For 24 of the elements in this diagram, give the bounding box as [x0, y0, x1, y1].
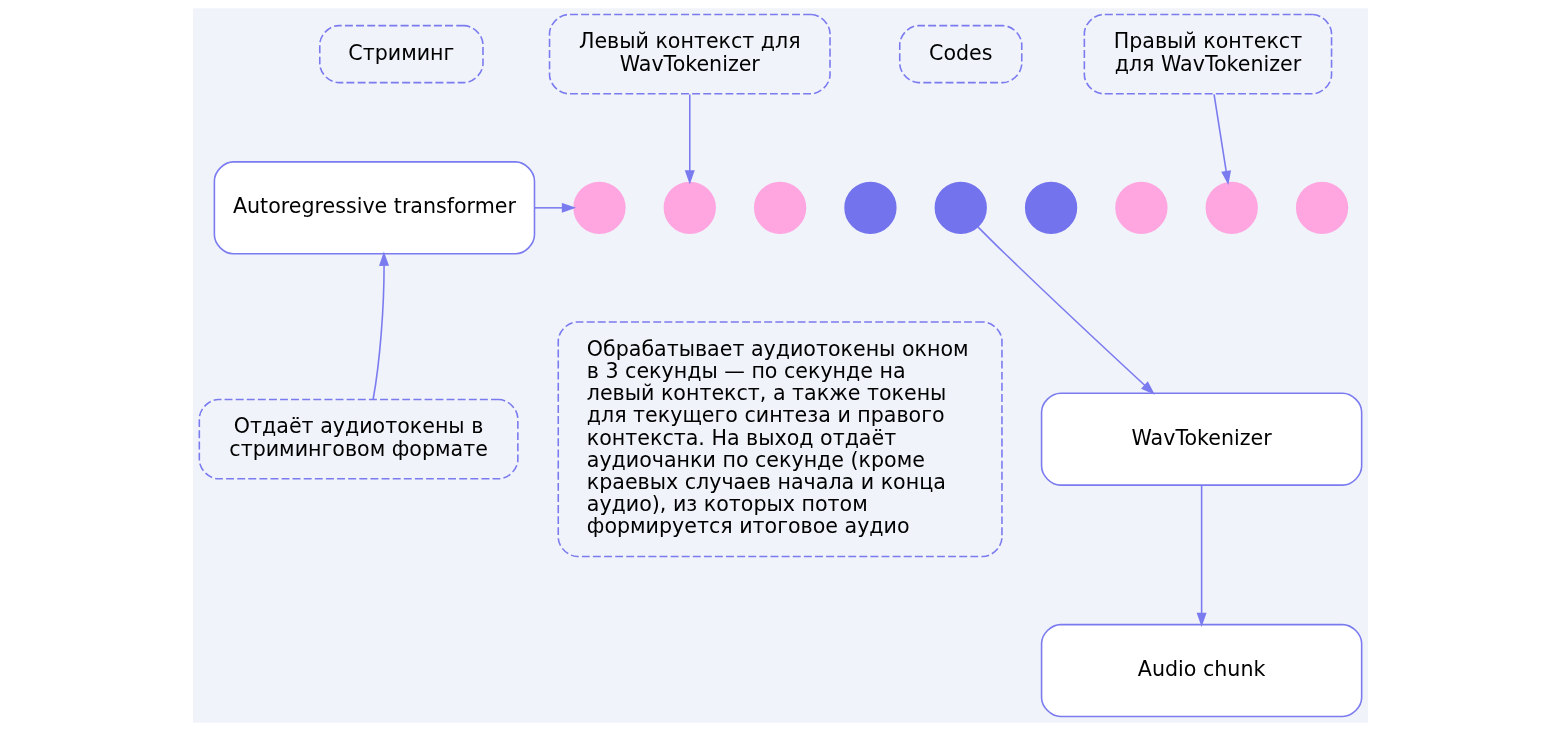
- node-box: Обрабатывает аудиотокены окном в 3 секунды — по секунде на левый контекст, а также токены для текущего синтеза и правого контекста. На выход отдаёт аудиочанки по секунде (кроме краевых случаев начала и конца аудио), из которых потом формируется итоговое аудио: [556, 321, 1003, 558]
- node-circle: [663, 181, 716, 234]
- node-box: WavTokenizer: [1040, 392, 1362, 486]
- node-circle: [572, 181, 626, 234]
- node-box: Отдаёт аудиотокены в стриминговом формате: [198, 398, 519, 480]
- arrow: [976, 226, 1155, 395]
- node-circle: [934, 181, 987, 234]
- arrow: [533, 202, 576, 213]
- node-circle: [843, 181, 897, 234]
- arrow: [371, 251, 389, 401]
- node-box: Стриминг: [318, 24, 484, 84]
- node-box: Autoregressive transformer: [213, 161, 535, 255]
- arrow: [684, 93, 695, 185]
- node-circle: [1205, 181, 1258, 234]
- node-circle: [753, 181, 806, 234]
- node-circle: [1295, 181, 1348, 234]
- node-box: Правый контекст для WavTokenizer: [1083, 13, 1332, 95]
- node-circle: [1024, 181, 1077, 234]
- arrow: [1212, 93, 1231, 185]
- node-circle: [1114, 181, 1168, 234]
- node-box: Codes: [898, 24, 1023, 84]
- node-box: Audio chunk: [1040, 623, 1362, 718]
- arrow: [1196, 484, 1207, 627]
- node-box: Левый контекст для WavTokenizer: [548, 13, 831, 95]
